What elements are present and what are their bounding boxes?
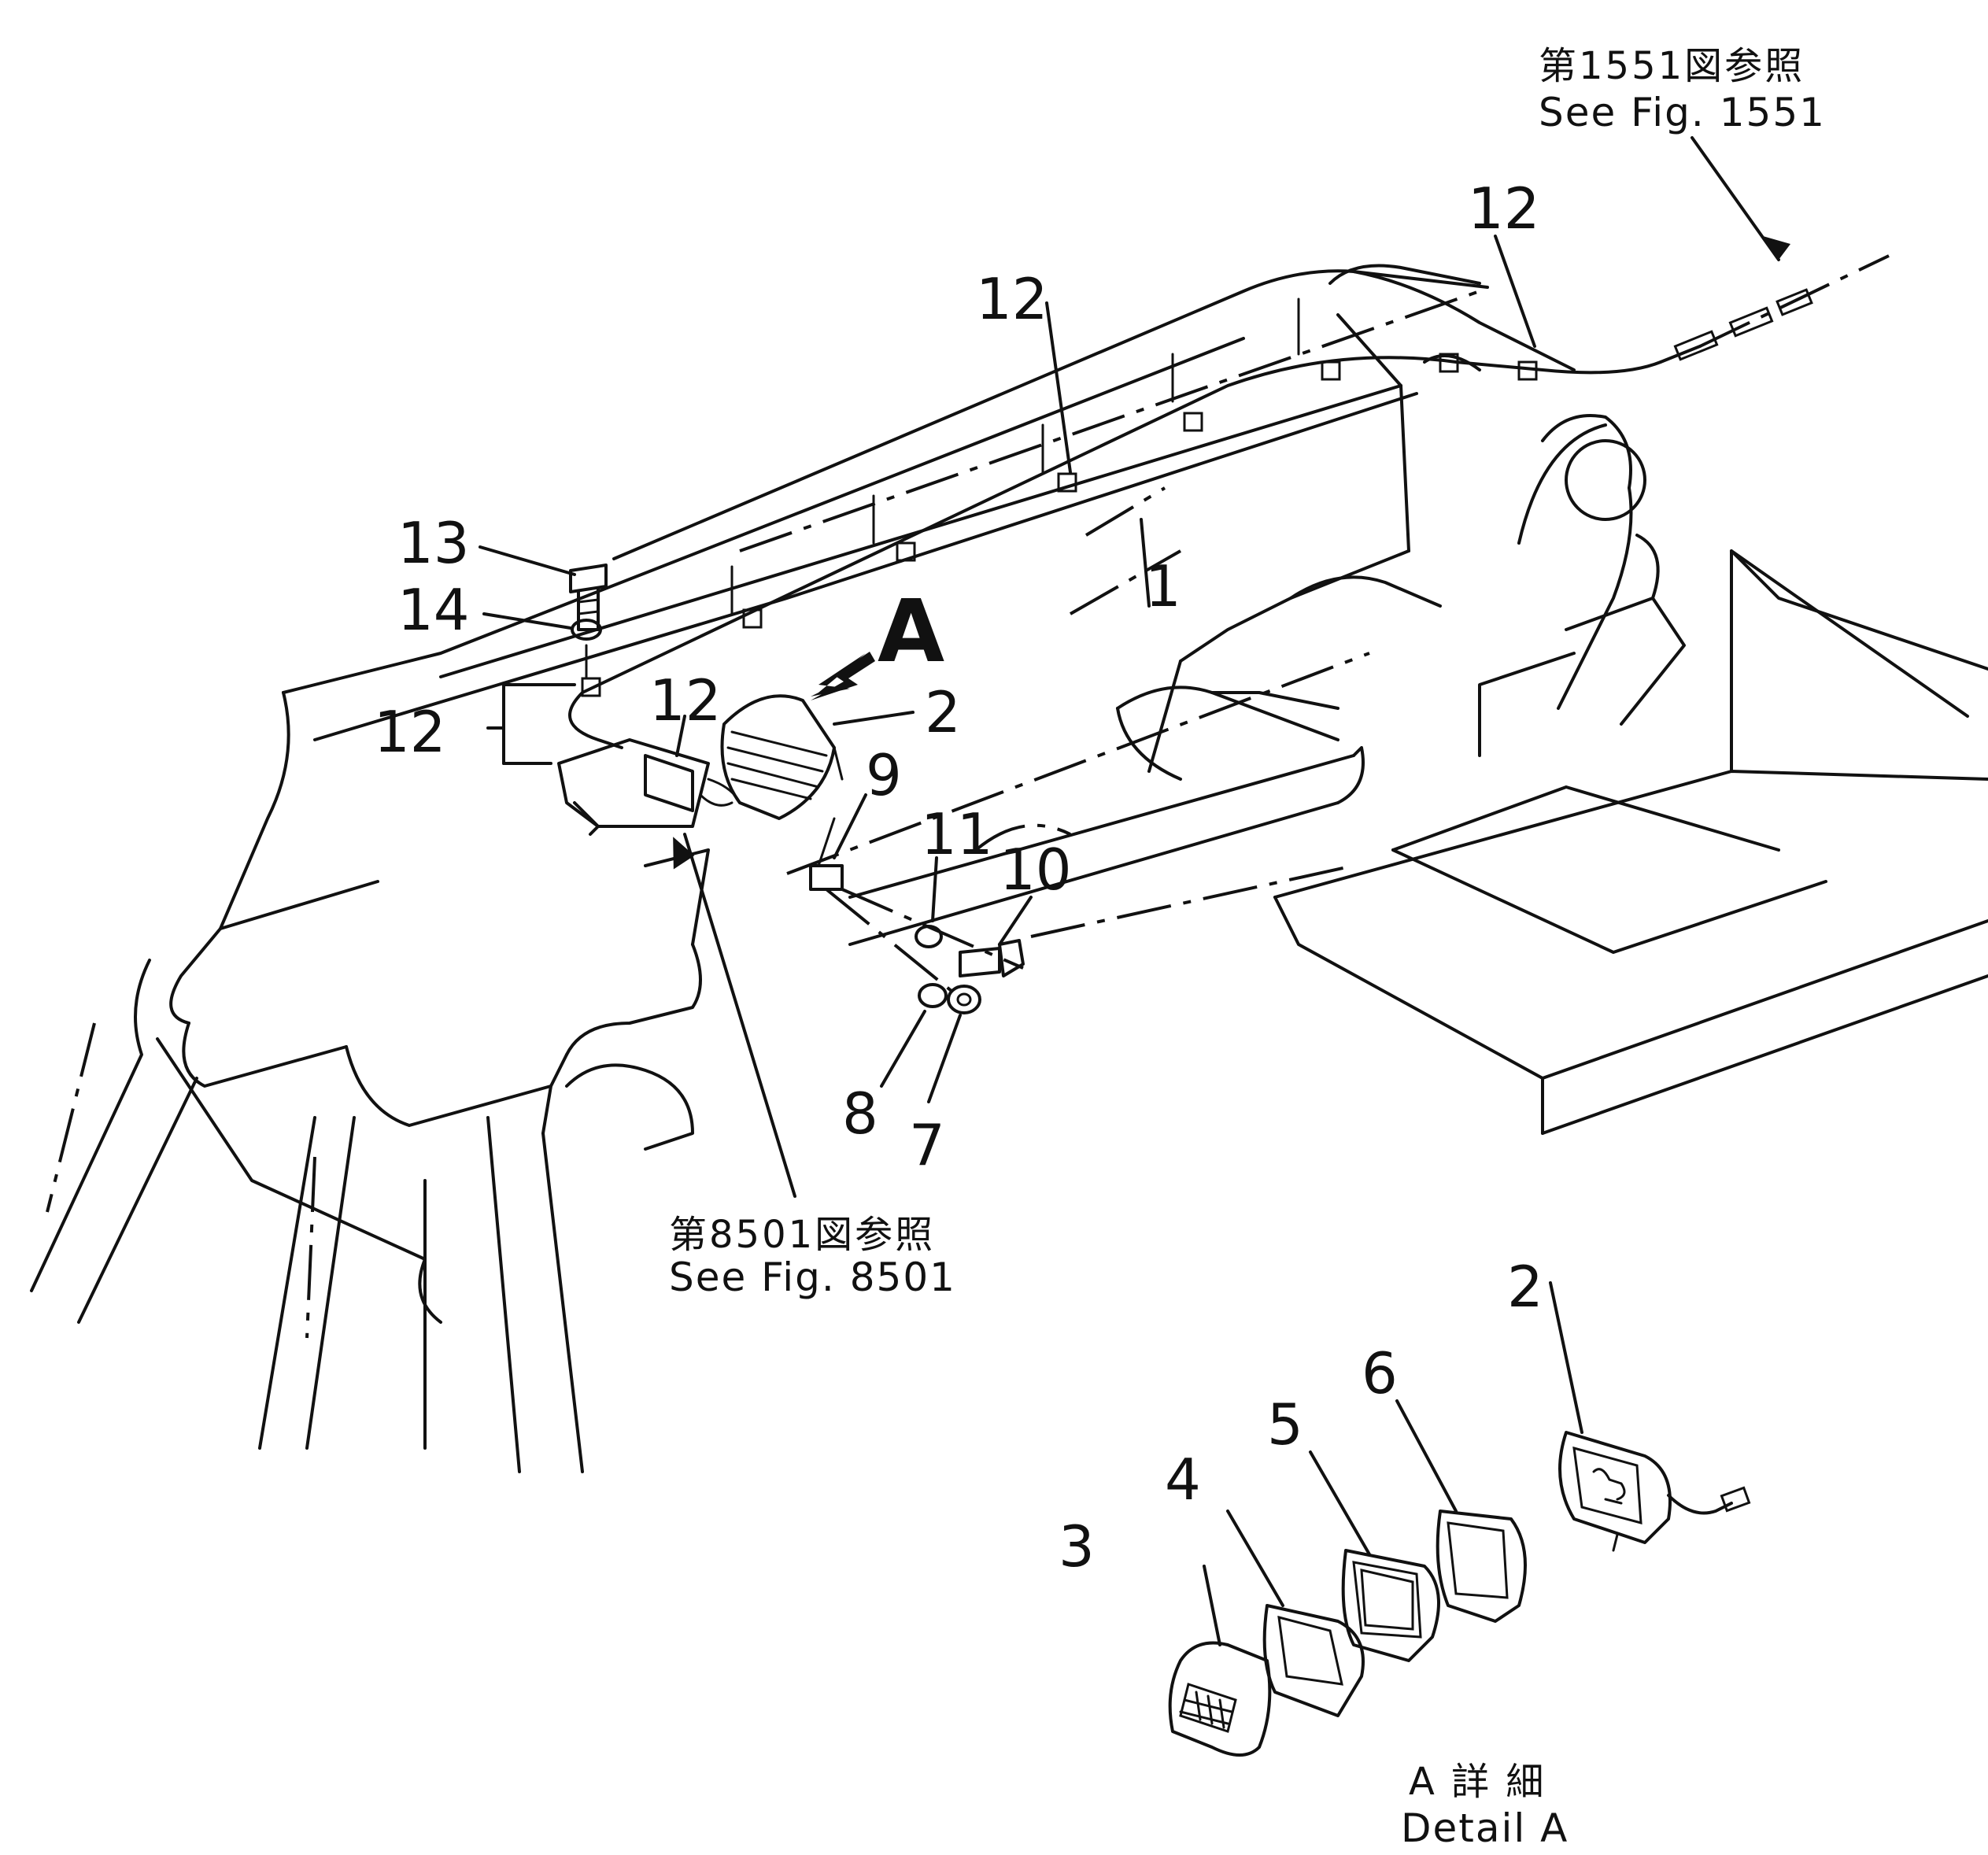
harness-connectors: [1673, 288, 1813, 361]
callout-7: 7: [909, 1112, 945, 1178]
lamp-assembly: [557, 564, 1025, 1014]
leader-lines: [479, 136, 1780, 1646]
ref-fig8501-jp: 第8501図参照: [669, 1213, 935, 1257]
callout-12-top: 12: [1468, 176, 1540, 242]
nut-7: [947, 985, 981, 1014]
reference-notes: 第1551図参照 See Fig. 1551 第8501図参照 See Fig.…: [669, 44, 1826, 1851]
bolt-10: [959, 939, 1025, 977]
callout-12-left: 12: [374, 699, 446, 765]
lens-part-3: [1168, 1641, 1272, 1757]
wiring-harness: [568, 254, 1890, 749]
ref-fig1551-en: See Fig. 1551: [1539, 90, 1826, 135]
callout-1: 1: [1145, 553, 1181, 619]
callout-14: 14: [397, 577, 470, 643]
callout-13: 13: [397, 510, 470, 576]
clamp-markers: [581, 353, 1538, 697]
callout-3: 3: [1059, 1513, 1095, 1580]
view-marker-a: A: [878, 581, 944, 682]
bezel-part-4: [1262, 1604, 1365, 1717]
ref-fig1551-jp: 第1551図参照: [1539, 44, 1805, 88]
gasket-part-6: [1436, 1509, 1527, 1623]
ref-fig8501-en: See Fig. 8501: [669, 1255, 956, 1300]
callout-12-lamp: 12: [649, 667, 722, 734]
lamp-housing-part-2: [1558, 1431, 1751, 1552]
pivot-hole: [1565, 439, 1646, 521]
detail-a-en: Detail A: [1401, 1805, 1569, 1851]
callout-10: 10: [1000, 837, 1072, 903]
view-a-arrow: [811, 652, 875, 700]
washer-8: [918, 983, 948, 1008]
callout-5: 5: [1267, 1391, 1303, 1458]
callout-labels: A 1 2 7 8 9 10 11 12 12 12 12 13 14 2 3 …: [374, 176, 1543, 1580]
washer-14: [571, 619, 602, 641]
work-lamp: [720, 694, 844, 820]
callout-2-main: 2: [925, 679, 961, 745]
clamp-9: [809, 864, 844, 891]
callout-2-detail: 2: [1507, 1254, 1543, 1320]
callout-9: 9: [866, 742, 902, 808]
callout-8: 8: [842, 1081, 878, 1147]
arrowheads: [673, 236, 1790, 870]
callout-11: 11: [921, 801, 993, 867]
boom-structure: [30, 264, 1988, 1473]
callout-6: 6: [1362, 1340, 1398, 1406]
detail-a-jp: A 詳 細: [1409, 1760, 1546, 1804]
callout-4: 4: [1165, 1447, 1201, 1513]
detail-a-parts: [1168, 1431, 1751, 1757]
bolt-13: [569, 564, 608, 631]
callout-12-mid: 12: [976, 266, 1048, 332]
seal-part-5: [1341, 1549, 1440, 1662]
